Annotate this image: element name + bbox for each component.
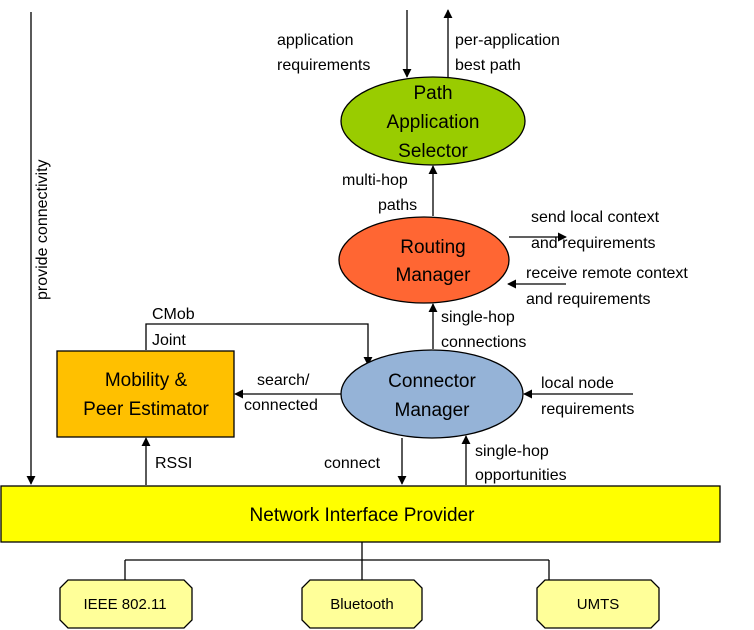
path-selector-node: [340, 76, 526, 166]
connected-label: connected: [244, 397, 318, 414]
connector-manager-title-2: Manager: [395, 400, 471, 421]
single-hop-opportunities-label: single-hop: [475, 443, 549, 460]
path-selector-title: Path: [413, 83, 452, 104]
send-context-label: send local context: [531, 209, 660, 226]
umts-node: [536, 579, 660, 629]
network-interface-provider-title: Network Interface Provider: [250, 505, 476, 526]
cmob-label: CMob: [152, 306, 195, 323]
application-requirements-label-2: requirements: [277, 57, 370, 74]
mobility-estimator-title: Mobility &: [105, 370, 188, 391]
cmob-joint-arrow: [145, 323, 373, 366]
provide-connectivity-label: provide connectivity: [34, 159, 51, 300]
connector-manager-node: [340, 349, 524, 439]
send-context-label-2: and requirements: [531, 235, 656, 252]
routing-manager-title-2: Manager: [396, 265, 472, 286]
ieee-802-11-label: IEEE 802.11: [83, 596, 166, 613]
multi-hop-label: multi-hop: [342, 172, 408, 189]
ieee-802-11-node: [59, 579, 193, 629]
bluetooth-node: [301, 579, 423, 629]
network-interface-provider-node: [0, 485, 721, 543]
bluetooth-label: Bluetooth: [330, 596, 393, 613]
best-path-label-2: best path: [455, 57, 521, 74]
umts-label: UMTS: [577, 596, 620, 613]
routing-manager-node: [338, 216, 510, 304]
single-hop-connections-label: single-hop: [441, 309, 515, 326]
multi-hop-label-2: paths: [378, 197, 417, 214]
rssi-label: RSSI: [155, 455, 192, 472]
application-requirements-label: application: [277, 32, 354, 49]
routing-manager-title: Routing: [400, 237, 466, 258]
single-hop-connections-label-2: connections: [441, 334, 526, 351]
connect-label: connect: [324, 455, 381, 472]
path-selector-title-2: Application: [387, 112, 480, 133]
local-node-label-2: requirements: [541, 401, 634, 418]
joint-label: Joint: [152, 332, 186, 349]
path-selector-title-3: Selector: [398, 141, 468, 162]
single-hop-opportunities-label-2: opportunities: [475, 467, 567, 484]
local-node-label: local node: [541, 375, 614, 392]
mobility-estimator-node: [56, 350, 235, 438]
receive-context-label: receive remote context: [526, 265, 688, 282]
receive-context-label-2: and requirements: [526, 291, 651, 308]
connector-manager-title: Connector: [388, 371, 476, 392]
search-label: search/: [257, 372, 310, 389]
mobility-estimator-title-2: Peer Estimator: [83, 399, 209, 420]
best-path-label: per-application: [455, 32, 560, 49]
